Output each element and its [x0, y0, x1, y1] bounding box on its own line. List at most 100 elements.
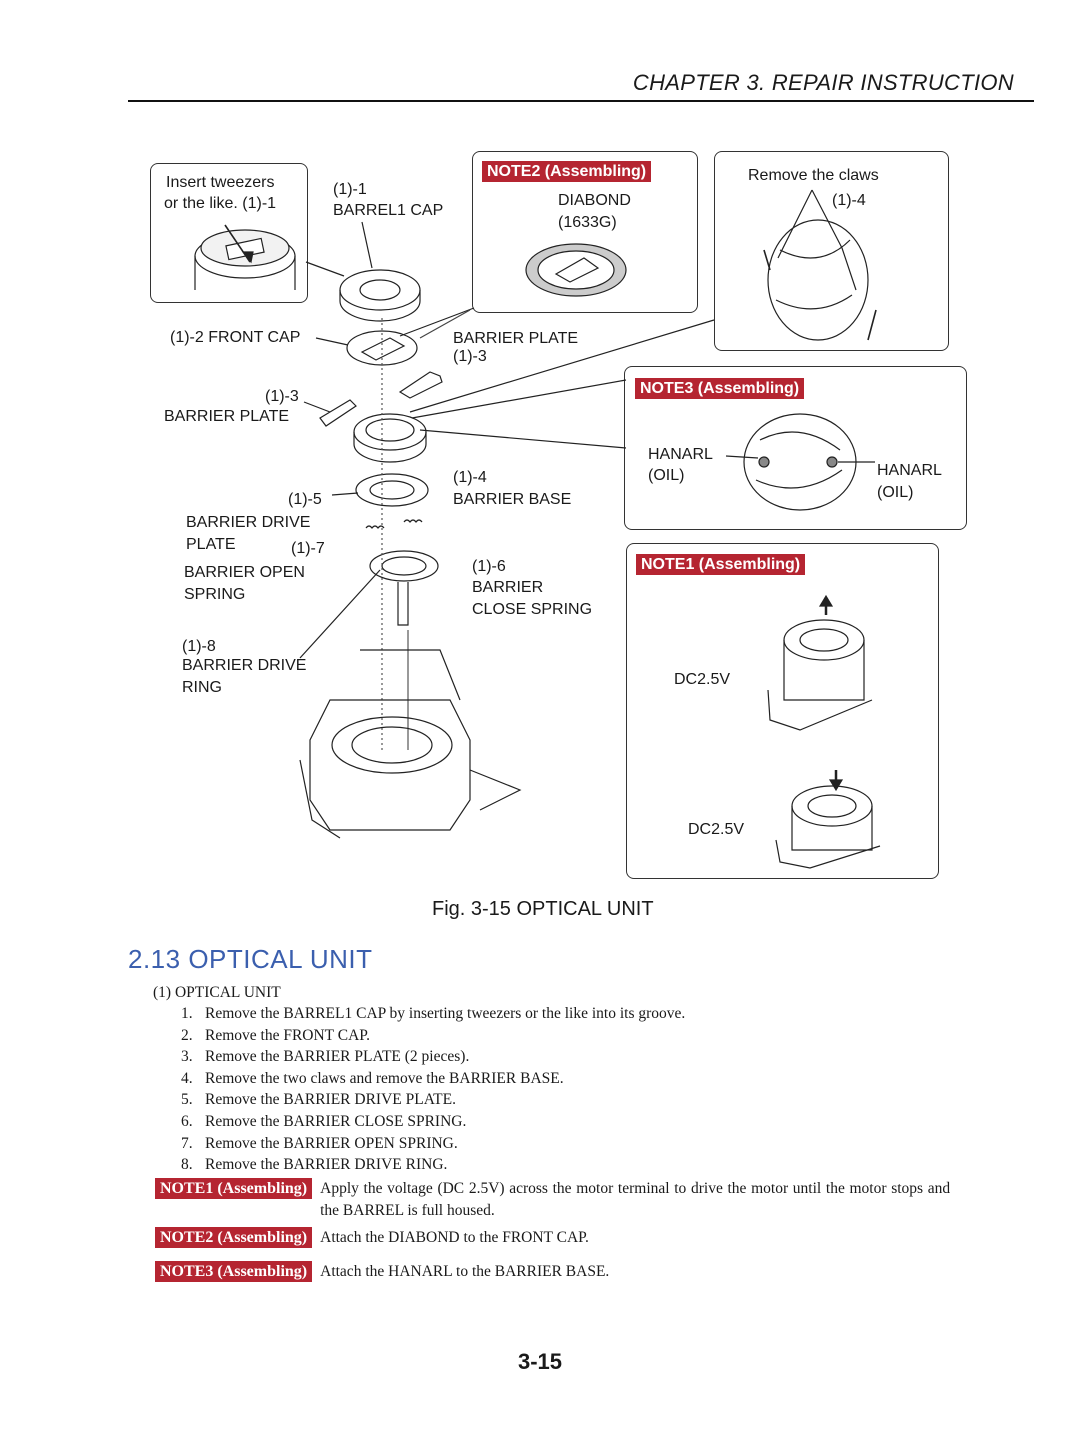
step-number: 5.	[181, 1091, 193, 1109]
list-item: 5. Remove the BARRIER DRIVE PLATE.	[181, 1089, 685, 1111]
step-number: 8.	[181, 1156, 193, 1174]
step-number: 6.	[181, 1112, 193, 1130]
list-item: 2. Remove the FRONT CAP.	[181, 1025, 685, 1047]
label-ref-1-2: (1)-2	[170, 329, 204, 346]
label-claws-ref: (1)-4	[832, 192, 866, 209]
list-item: 8. Remove the BARRIER DRIVE RING.	[181, 1154, 685, 1176]
step-text: Remove the BARRIER CLOSE SPRING.	[205, 1112, 467, 1130]
label-barrel1-cap: BARREL1 CAP	[333, 202, 444, 219]
step-list: 1. Remove the BARREL1 CAP by inserting tw…	[181, 1003, 685, 1176]
step-number: 4.	[181, 1069, 193, 1087]
label-barrier-drive-ring-1: BARRIER DRIVE	[182, 657, 307, 674]
step-number: 1.	[181, 1005, 193, 1022]
step-number: 2.	[181, 1026, 193, 1044]
barrel1-cap-icon	[339, 221, 421, 322]
barrier-plate-right-icon	[398, 371, 443, 399]
hanarl-inset-icon	[725, 413, 875, 511]
step-number: 3.	[181, 1048, 193, 1066]
list-item: 4. Remove the two claws and remove the BA…	[181, 1068, 685, 1090]
label-insert-ref: (1)-1	[242, 195, 277, 212]
barrier-plate-left-icon	[303, 399, 357, 427]
step-text: Remove the FRONT CAP.	[205, 1026, 371, 1044]
label-hanarl-right-1: HANARL	[877, 462, 942, 479]
label-ref-1-8: (1)-8	[182, 638, 216, 655]
label-barrier-drive-plate-2: PLATE	[186, 536, 236, 553]
label-barrier-open-2: SPRING	[184, 586, 246, 603]
label-ref-1-6: (1)-6	[472, 558, 506, 575]
label-insert-tweezers-1: Insert tweezers	[166, 174, 275, 191]
note2-tag: NOTE2 (Assembling)	[482, 161, 652, 182]
label-front-cap: (1)-2 FRONT CAP	[170, 327, 300, 348]
page-number: 3-15	[518, 1349, 563, 1374]
label-barrier-base: BARRIER BASE	[453, 491, 572, 508]
note2-text: Attach the DIABOND to the FRONT CAP.	[320, 1229, 589, 1247]
claws-inset-box	[714, 151, 949, 351]
label-barrier-open-1: BARRIER OPEN	[184, 564, 305, 581]
note-row: NOTE2 (Assembling) Attach the DIABOND to…	[155, 1227, 985, 1249]
note1-text: Apply the voltage (DC 2.5V) across the m…	[320, 1180, 951, 1219]
step-text: Remove the two claws and remove the BARR…	[205, 1069, 564, 1087]
label-remove-claws: Remove the claws	[748, 167, 879, 184]
label-ref-1-3-left: (1)-3	[265, 388, 299, 405]
step-text: Remove the BARRIER DRIVE RING.	[205, 1156, 448, 1174]
note2-inset-box	[472, 151, 698, 313]
barrier-drive-ring-icon	[299, 550, 439, 659]
label-barrier-plate-left: BARRIER PLATE	[164, 408, 290, 425]
label-barrier-close-2: CLOSE SPRING	[472, 601, 593, 618]
label-ref-1-5: (1)-5	[288, 491, 322, 508]
label-diabond-code: (1633G)	[558, 214, 617, 231]
label-hanarl-left-2: (OIL)	[648, 467, 685, 484]
note3-badge: NOTE3 (Assembling)	[155, 1260, 313, 1282]
step-text: Remove the BARREL1 CAP by inserting twee…	[205, 1005, 686, 1022]
step-text: Remove the BARRIER OPEN SPRING.	[205, 1134, 458, 1152]
diabond-ring-icon	[525, 243, 627, 297]
label-barrier-plate-right: BARRIER PLATE	[453, 330, 579, 347]
label-ref-1-3-right: (1)-3	[453, 348, 487, 365]
header-rule	[128, 100, 1034, 102]
step-text: Remove the BARRIER PLATE (2 pieces).	[205, 1048, 470, 1066]
list-item: 6. Remove the BARRIER CLOSE SPRING.	[181, 1111, 685, 1133]
label-hanarl-right-2: (OIL)	[877, 484, 914, 501]
label-insert-tweezers-2: or the like. (1)-1	[164, 193, 276, 214]
note-row: NOTE1 (Assembling) Apply the voltage (DC…	[155, 1178, 985, 1221]
label-ref-1-1: (1)-1	[333, 181, 367, 198]
list-item: 7. Remove the BARRIER OPEN SPRING.	[181, 1133, 685, 1155]
step-number: 7.	[181, 1134, 193, 1152]
label-voltage-bottom: DC2.5V	[688, 821, 745, 838]
list-item: 3. Remove the BARRIER PLATE (2 pieces).	[181, 1046, 685, 1068]
label-voltage-top: DC2.5V	[674, 671, 731, 688]
tweezers-inset-box	[150, 163, 308, 303]
note-row: NOTE3 (Assembling) Attach the HANARL to …	[155, 1260, 985, 1283]
section-subhead: (1) OPTICAL UNIT	[153, 984, 281, 1001]
notes-list: NOTE1 (Assembling) Apply the voltage (DC…	[155, 1178, 985, 1286]
note1-tag: NOTE1 (Assembling)	[636, 554, 806, 575]
label-barrier-close-1: BARRIER	[472, 579, 544, 596]
label-diabond: DIABOND	[558, 192, 631, 209]
chapter-header: CHAPTER 3. REPAIR INSTRUCTION	[632, 70, 1014, 95]
note2-badge: NOTE2 (Assembling)	[155, 1227, 313, 1249]
barrier-close-spring-icon	[403, 519, 423, 523]
note1-badge: NOTE1 (Assembling)	[155, 1178, 313, 1199]
note3-tag: NOTE3 (Assembling)	[635, 378, 805, 399]
note1-inset-box	[626, 543, 939, 879]
section-title: 2.13 OPTICAL UNIT	[128, 944, 373, 974]
barrier-open-spring-icon	[365, 525, 385, 529]
front-cap-icon	[315, 307, 475, 366]
barrier-drive-plate-icon	[331, 473, 429, 507]
label-front-cap-text: FRONT CAP	[208, 329, 301, 346]
barrel-body-icon	[299, 649, 522, 839]
barrel1-cap-inset-icon	[194, 224, 296, 290]
note3-text: Attach the HANARL to the BARRIER BASE.	[320, 1262, 610, 1280]
barrier-base-icon	[353, 319, 715, 463]
label-hanarl-left-1: HANARL	[648, 446, 713, 463]
label-ref-1-4: (1)-4	[453, 469, 487, 486]
label-barrier-drive-ring-2: RING	[182, 679, 222, 696]
claws-inset-icon	[763, 189, 877, 341]
list-item: 1. Remove the BARREL1 CAP by inserting tw…	[181, 1003, 685, 1025]
label-ref-1-7: (1)-7	[291, 540, 325, 557]
motor-bottom-icon	[775, 770, 881, 869]
figure-caption: Fig. 3-15 OPTICAL UNIT	[432, 898, 654, 920]
label-barrier-drive-plate-1: BARRIER DRIVE	[186, 514, 311, 531]
step-text: Remove the BARRIER DRIVE PLATE.	[205, 1091, 456, 1109]
